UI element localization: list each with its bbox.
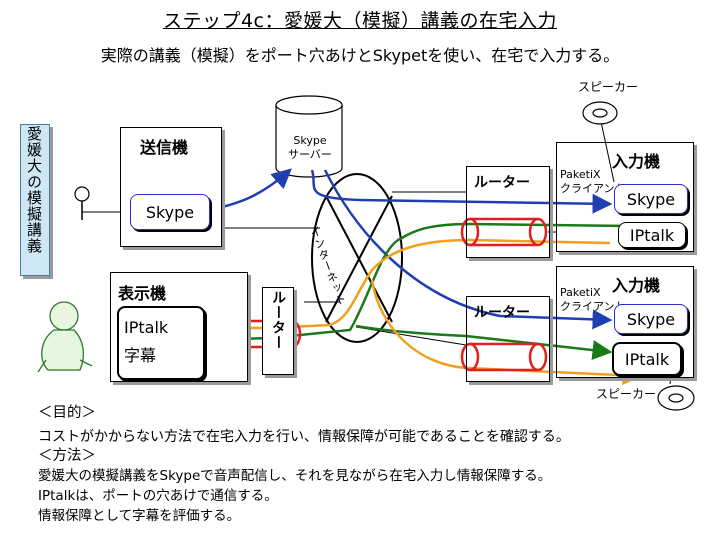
speaker-bottom-label: スピーカー	[596, 387, 657, 401]
router-top	[466, 166, 550, 258]
method-line-1: 愛媛大の模擬講義をSkypeで音声配信し、それを見ながら在宅入力し情報保障する。	[38, 468, 552, 484]
method-line-2: IPtalkは、ポートの穴あけで通信する。	[38, 488, 278, 504]
router-display	[262, 287, 294, 375]
input-bottom-label: 入力機	[612, 276, 661, 295]
method-heading: ＜方法＞	[38, 448, 96, 464]
router-display-label: ルーター	[270, 290, 286, 350]
input-top-skype-button[interactable]: Skype	[614, 184, 688, 214]
input-bottom-client-line2: クライアント	[560, 300, 626, 313]
input-bottom-skype-button[interactable]: Skype	[614, 304, 688, 334]
input-top-client-line2: クライアント	[560, 182, 626, 195]
server-label-line1: Skype	[293, 134, 327, 147]
method-line-3: 情報保障として字幕を評価する。	[38, 508, 241, 524]
person-illustration	[37, 301, 93, 373]
page-subtitle: 実際の講義（模擬）をポート穴あけとSkypetを使い、在宅で入力する。	[100, 46, 620, 65]
input-top-label: 入力機	[612, 152, 661, 171]
sender-skype-button[interactable]: Skype	[130, 194, 210, 230]
router-bottom	[466, 296, 550, 382]
lecture-panel	[20, 124, 50, 276]
display-iptalk-window[interactable]	[117, 306, 205, 380]
display-label: 表示機	[118, 284, 167, 303]
tunnel-top	[460, 217, 548, 247]
input-machine-bottom	[556, 266, 694, 378]
router-bottom-label: ルーター	[474, 305, 530, 321]
sender-label: 送信機	[140, 138, 189, 157]
speaker-bottom-icon	[657, 385, 695, 411]
input-top-client-line1: PaketiX	[560, 168, 601, 181]
input-bottom-client-line1: PaketiX	[560, 286, 601, 299]
input-bottom-iptalk-button[interactable]: IPtalk	[612, 342, 682, 376]
input-top-iptalk-button[interactable]: IPtalk	[618, 222, 686, 248]
lecture-label: 愛媛大の模擬講義	[25, 126, 43, 254]
tunnel-bottom	[460, 342, 548, 372]
page-title: ステップ4c：愛媛大（模擬）講義の在宅入力	[162, 10, 558, 32]
display-app-line2: 字幕	[124, 346, 157, 365]
display-app-line1: IPtalk	[124, 318, 169, 337]
input-machine-top	[556, 142, 694, 252]
purpose-heading: ＜目的＞	[38, 405, 96, 421]
server-label-line2: サーバー	[288, 148, 332, 161]
speaker-top-label: スピーカー	[578, 80, 639, 94]
speaker-top-icon	[582, 101, 618, 125]
purpose-text: コストがかからない方法で在宅入力を行い、情報保障が可能であることを確認する。	[38, 429, 570, 445]
internet-cloud	[311, 173, 403, 343]
router-top-label: ルーター	[474, 175, 530, 191]
